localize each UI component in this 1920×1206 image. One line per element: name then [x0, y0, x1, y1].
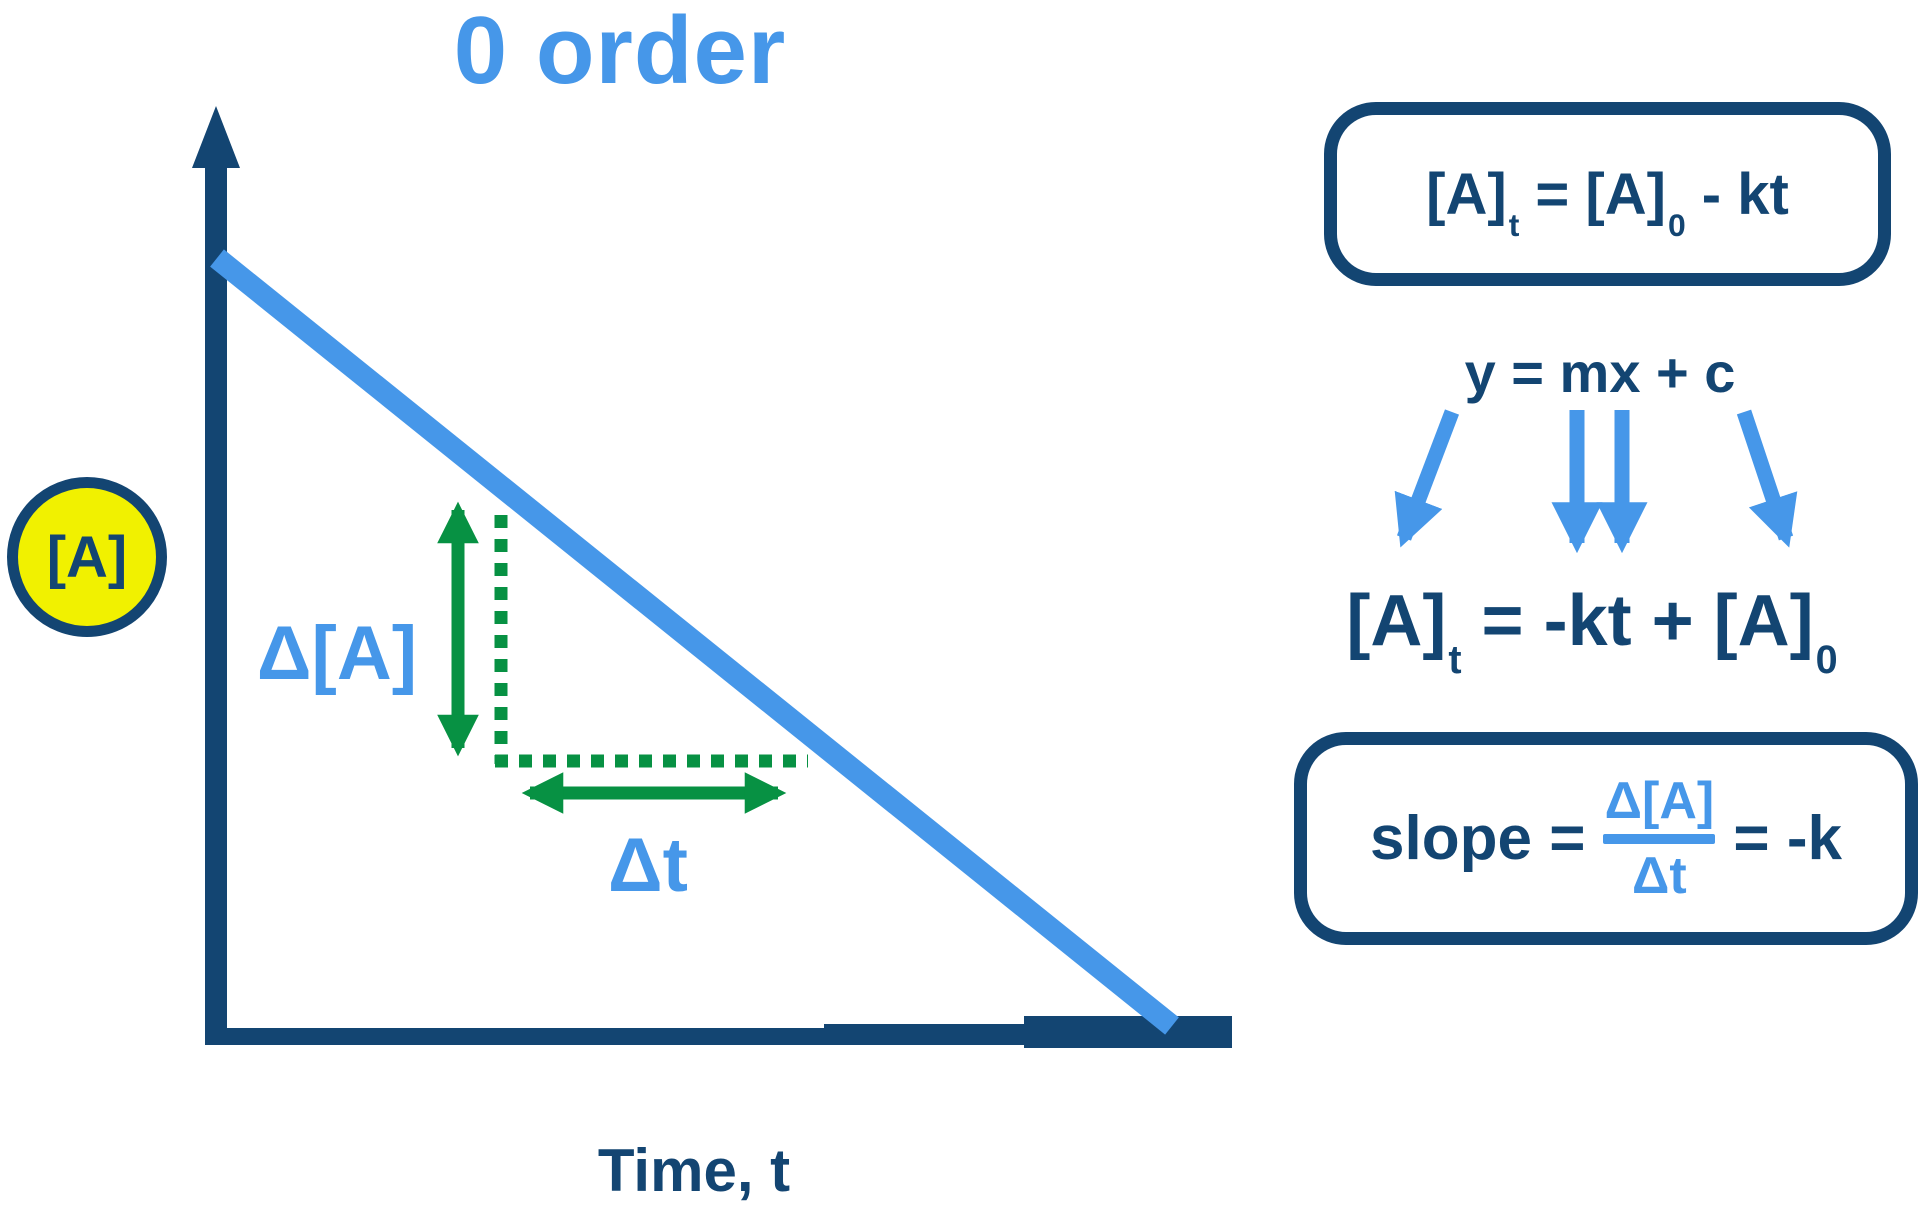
delta-a-label: Δ[A] [256, 611, 418, 696]
integrated-rate-law-box: [A]t = [A]0 - kt [1324, 102, 1891, 286]
arrow-y-to-At-icon [1394, 409, 1460, 548]
slope-fraction-numerator: Δ[A] [1604, 771, 1715, 830]
y-axis [205, 150, 227, 1045]
rearranged-equation: [A]t = -kt + [A]0 [1346, 581, 1838, 683]
y-axis-label: [A] [46, 524, 128, 590]
delta-t-label: Δt [608, 823, 688, 908]
linear-form-equation: y = mx + c [1464, 341, 1736, 404]
x-axis-mid-segment [824, 1024, 1026, 1045]
x-axis-label: Time, t [597, 1137, 791, 1204]
y-axis-label-badge: [A] [7, 477, 167, 637]
slope-fraction: Δ[A] Δt [1603, 771, 1716, 905]
arrow-c-to-A0-icon [1736, 409, 1798, 548]
concentration-line [210, 249, 1179, 1035]
page-title: 0 order [453, 0, 787, 104]
slope-equation-lhs: slope = [1370, 804, 1586, 873]
integrated-rate-law-equation: [A]t = [A]0 - kt [1426, 161, 1789, 244]
slope-box: slope = Δ[A] Δt = -k [1294, 732, 1918, 945]
slope-fraction-denominator: Δt [1632, 846, 1687, 905]
x-axis-end-segment [1024, 1016, 1232, 1048]
fraction-bar [1603, 833, 1716, 844]
slope-equation-rhs: = -k [1733, 804, 1842, 873]
y-axis-arrowhead-icon [192, 106, 240, 168]
